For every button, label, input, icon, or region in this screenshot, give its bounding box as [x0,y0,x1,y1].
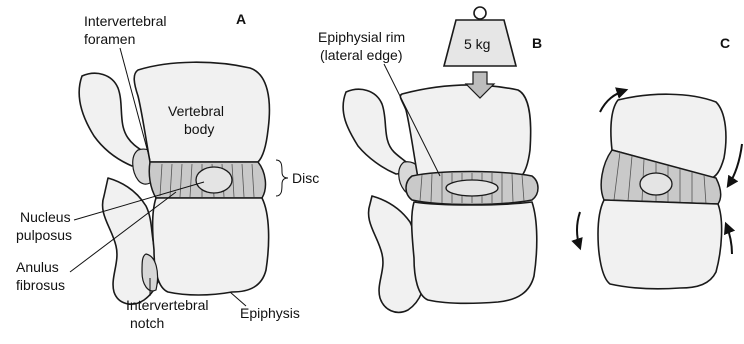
weight-5kg: 5 kg [444,7,516,66]
rim-label-line1: Epiphysial rim [318,29,405,45]
lower-vertebral-body [153,198,269,295]
panel-c [577,90,742,289]
notch-label-line1: Intervertebral [126,297,208,313]
intervertebral-foramen-label-line2: foramen [84,31,135,47]
nucleus-c [640,173,672,195]
vertebral-body-label-line2: body [184,121,214,137]
notch-label-line2: notch [130,315,164,331]
rotation-arrow-right-upper [728,144,742,186]
rotation-arrow-lower-left [577,212,580,248]
epiphysis-label: Epiphysis [240,305,300,321]
nucleus-b [446,180,498,196]
upper-vertebral-body-b [400,85,530,178]
epiphysis-leader [230,292,246,306]
panel-a [79,62,269,304]
rim-label-line2: (lateral edge) [320,47,403,63]
weight-label: 5 kg [464,36,490,52]
nucleus-label-line2: pulposus [16,227,72,243]
nucleus-label-line1: Nucleus [20,209,71,225]
panel-c-label: C [720,35,730,51]
lower-vertebral-body-b [412,202,537,303]
panel-b-label: B [532,35,542,51]
weight-handle [474,7,486,19]
nucleus-a [196,167,232,193]
panel-a-label: A [236,11,246,27]
rotation-arrow-lower-right [726,224,732,254]
vertebral-body-label-line1: Vertebral [168,103,224,119]
disc-brace [276,160,288,196]
disc-b [406,172,538,205]
disc-label: Disc [292,170,319,186]
intervertebral-foramen-label-line1: Intervertebral [84,13,166,29]
anulus-label-line2: fibrosus [16,277,65,293]
lower-vertebral-body-c [598,200,722,289]
anulus-label-line1: Anulus [16,259,59,275]
